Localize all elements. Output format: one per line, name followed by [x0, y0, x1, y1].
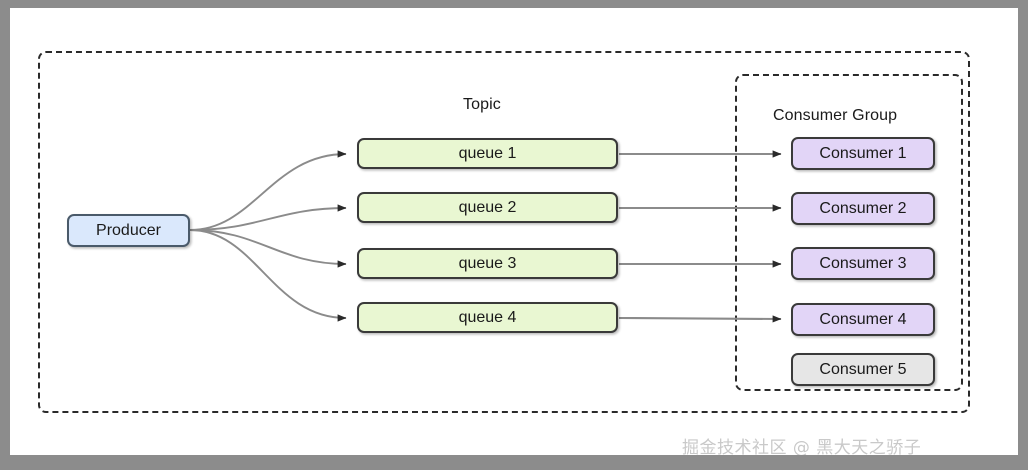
node-consumer-4[interactable]: Consumer 4 — [791, 303, 935, 336]
node-queue-3[interactable]: queue 3 — [357, 248, 618, 279]
watermark-text: 掘金技术社区 @ 黑大天之骄子 — [682, 438, 922, 455]
node-queue-1[interactable]: queue 1 — [357, 138, 618, 169]
diagram-canvas: Topic Consumer Group Producer queue 1 qu… — [10, 8, 1018, 455]
node-queue-2[interactable]: queue 2 — [357, 192, 618, 223]
topic-label: Topic — [463, 96, 501, 113]
node-consumer-1[interactable]: Consumer 1 — [791, 137, 935, 170]
node-queue-4[interactable]: queue 4 — [357, 302, 618, 333]
node-consumer-2[interactable]: Consumer 2 — [791, 192, 935, 225]
consumer-group-boundary-box — [735, 74, 963, 391]
node-consumer-3[interactable]: Consumer 3 — [791, 247, 935, 280]
node-consumer-5[interactable]: Consumer 5 — [791, 353, 935, 386]
consumer-group-label: Consumer Group — [773, 107, 898, 124]
node-producer[interactable]: Producer — [67, 214, 190, 247]
broker-boundary-box — [38, 51, 970, 413]
